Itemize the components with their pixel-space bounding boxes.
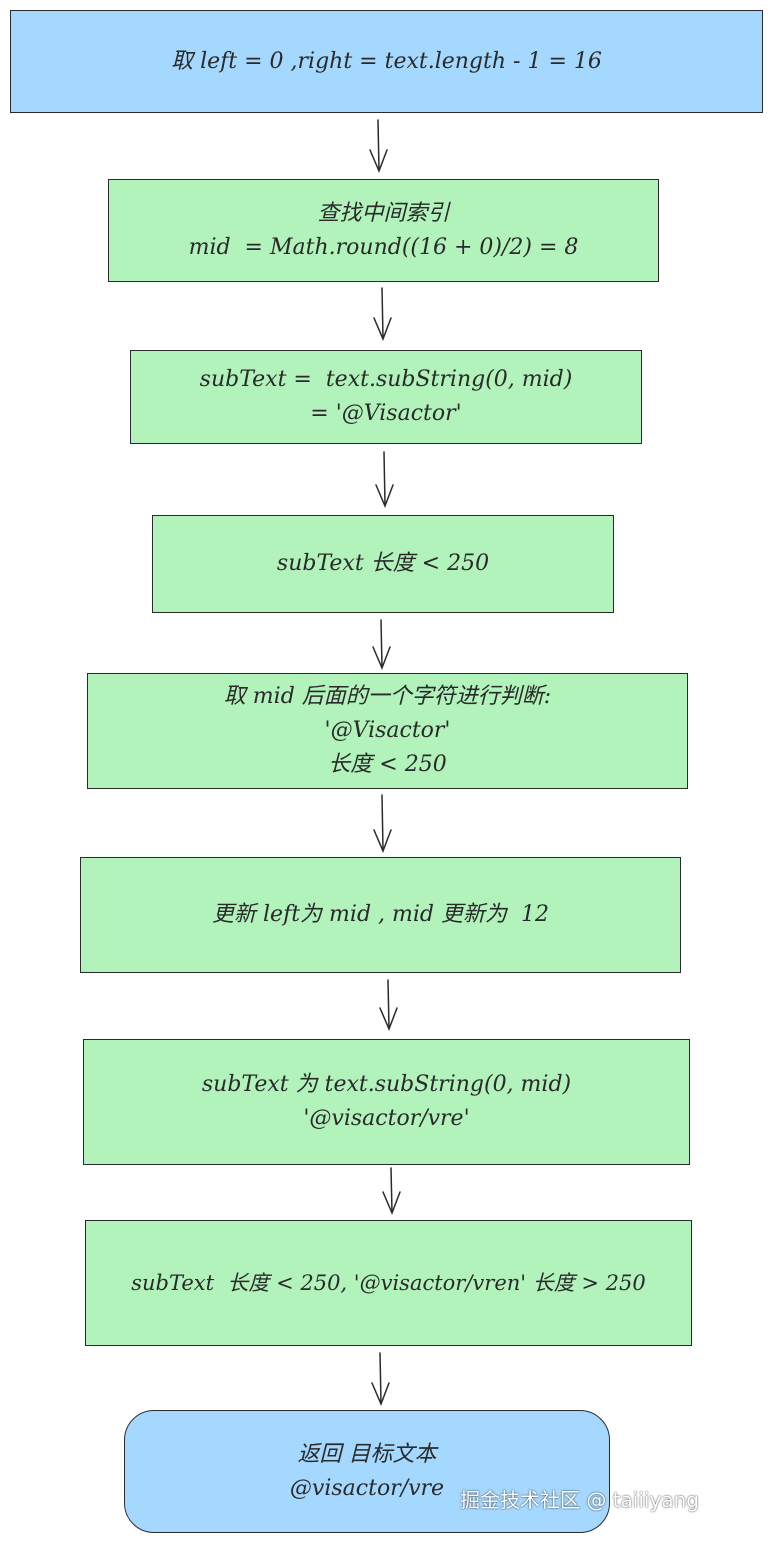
next-char-line: 取 mid 后面的一个字符进行判断:	[223, 684, 552, 709]
next-char-node: 取 mid 后面的一个字符进行判断: '@Visactor' 长度 < 250	[87, 673, 688, 789]
result-line: 返回 目标文本	[297, 1441, 437, 1467]
arrow-1	[369, 119, 388, 173]
arrow-5	[373, 794, 392, 853]
substring-line: subText = text.subString(0, mid)	[199, 367, 573, 392]
substring-2-node: subText 为 text.subString(0, mid) '@visact…	[83, 1039, 690, 1165]
init-node: 取 left = 0 ,right = text.length - 1 = 16	[10, 10, 763, 113]
substring-node: subText = text.subString(0, mid) = '@Visa…	[130, 350, 642, 444]
update-node: 更新 left为 mid , mid 更新为 12	[80, 857, 681, 973]
compare-line: subText 长度 < 250, '@visactor/vren' 长度 > …	[131, 1271, 646, 1295]
arrow-6	[379, 979, 398, 1031]
find-mid-line: mid = Math.round((16 + 0)/2) = 8	[188, 234, 579, 260]
find-mid-line: 查找中间索引	[317, 200, 450, 226]
check-length-line: subText 长度 < 250	[276, 551, 490, 576]
arrow-8	[371, 1352, 390, 1406]
arrow-4	[372, 619, 391, 670]
find-mid-node: 查找中间索引 mid = Math.round((16 + 0)/2) = 8	[108, 179, 659, 282]
next-char-line: '@Visactor'	[324, 718, 451, 743]
watermark: 掘金技术社区 @ taiiiyang	[460, 1488, 699, 1512]
arrow-7	[382, 1167, 401, 1215]
result-node: 返回 目标文本 @visactor/vre	[124, 1410, 610, 1533]
init-line: 取 left = 0 ,right = text.length - 1 = 16	[171, 48, 602, 74]
substring-line: = '@Visactor'	[310, 401, 462, 426]
substring-2-line: subText 为 text.subString(0, mid)	[201, 1072, 572, 1097]
compare-node: subText 长度 < 250, '@visactor/vren' 长度 > …	[85, 1220, 692, 1346]
update-line: 更新 left为 mid , mid 更新为 12	[212, 902, 549, 927]
result-line: @visactor/vre	[289, 1475, 445, 1501]
check-length-node: subText 长度 < 250	[152, 515, 614, 613]
arrow-3	[375, 451, 394, 508]
arrow-2	[373, 287, 392, 341]
next-char-line: 长度 < 250	[328, 752, 447, 777]
substring-2-line: '@visactor/vre'	[303, 1106, 470, 1131]
